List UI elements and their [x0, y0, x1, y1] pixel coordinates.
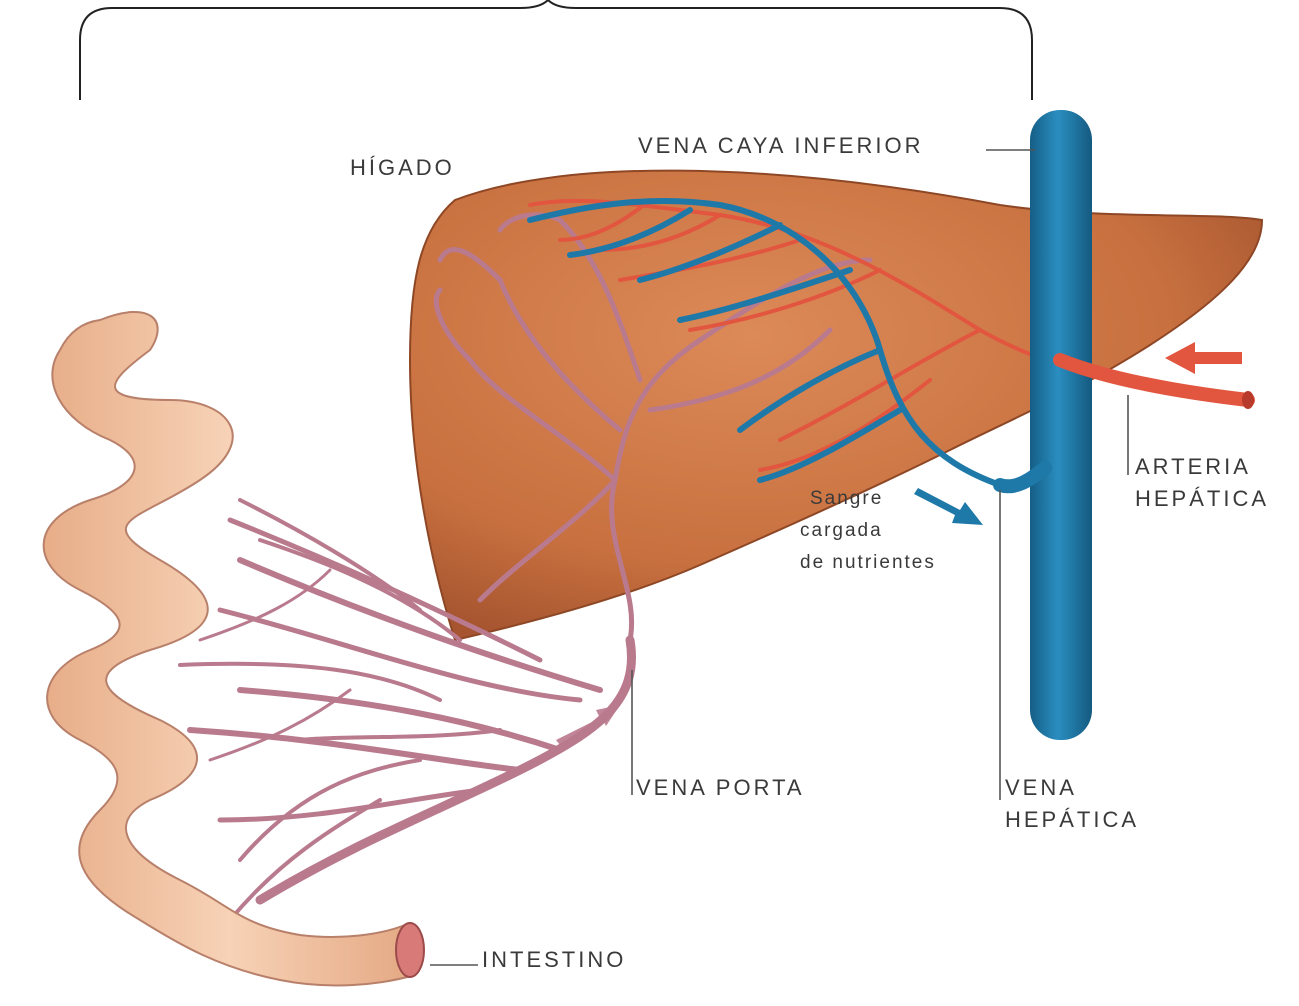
label-hepatic-artery-line2: HEPÁTICA: [1135, 486, 1269, 511]
label-portal-vein: VENA PORTA: [636, 775, 805, 800]
hepatic-artery-opening: [1242, 391, 1254, 409]
top-brace: [80, 0, 1032, 100]
label-hepatic-vein-line1: VENA: [1005, 775, 1077, 800]
label-inferior-vena-cava: VENA CAYA INFERIOR: [638, 133, 923, 158]
artery-flow-arrow: [1165, 342, 1242, 374]
nutrients-flow-arrow: [914, 488, 983, 525]
inferior-vena-cava: [1030, 110, 1092, 740]
label-nutrients-line3: de nutrientes: [800, 552, 936, 573]
label-liver: HÍGADO: [350, 155, 455, 180]
label-nutrients-line2: cargada: [800, 520, 883, 541]
label-hepatic-vein-line2: HEPÁTICA: [1005, 807, 1139, 832]
intestine-opening: [396, 923, 424, 977]
label-intestine: INTESTINO: [482, 947, 626, 972]
label-nutrients-line1: Sangre: [810, 488, 883, 509]
label-hepatic-artery-line1: ARTERIA: [1135, 454, 1251, 479]
